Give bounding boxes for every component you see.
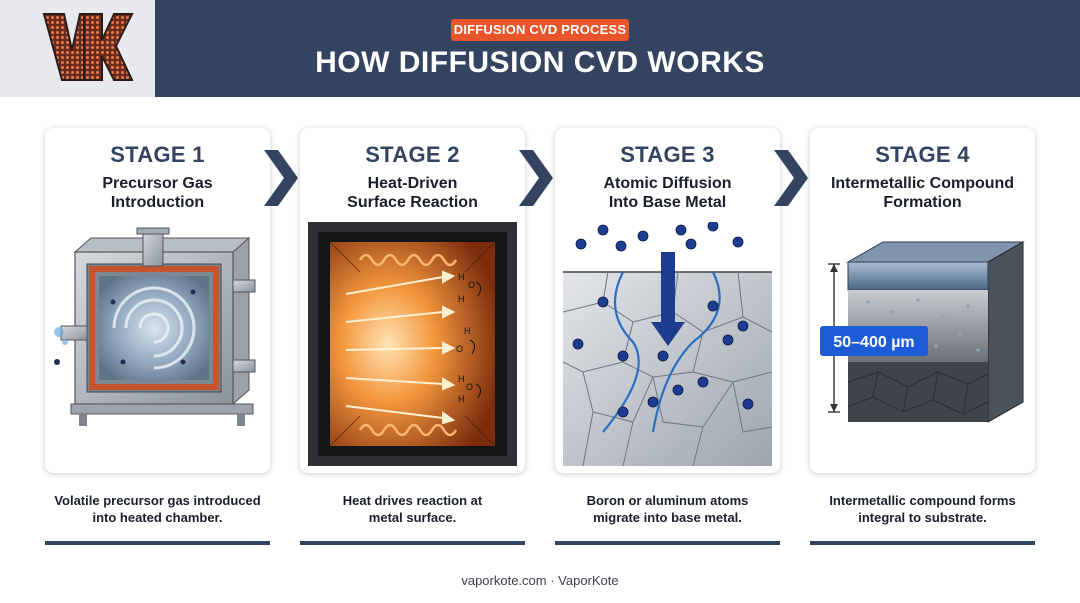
stage-title: Precursor Gas Introduction [102, 175, 213, 211]
stage-number: STAGE 2 [365, 142, 460, 167]
stage-divider-2 [300, 541, 525, 545]
chevron-right-icon [519, 150, 553, 206]
stage-description-4: Intermetallic compound forms integral to… [829, 493, 1016, 525]
svg-text:H: H [458, 272, 465, 282]
stage-title: Heat-Driven Surface Reaction [347, 175, 478, 211]
stage-description-3: Boron or aluminum atoms migrate into bas… [586, 493, 749, 525]
stage-title: Atomic Diffusion Into Base Metal [603, 175, 732, 211]
vk-logo-icon [42, 13, 134, 81]
header-bar: DIFFUSION CVD PROCESS HOW DIFFUSION CVD … [0, 0, 1080, 97]
furnace-illustration: HOH HO HOH [308, 222, 517, 466]
chamber-illustration [54, 227, 256, 426]
stage-divider-4 [810, 541, 1035, 545]
stage-number: STAGE 1 [110, 142, 205, 167]
chevron-right-icon [264, 150, 298, 206]
svg-text:O: O [466, 382, 473, 392]
stage-number: STAGE 3 [620, 142, 715, 167]
svg-text:H: H [464, 326, 471, 336]
stage-divider-3 [555, 541, 780, 545]
coating-layers-illustration: 50–400 µm [820, 241, 1025, 423]
page-title: HOW DIFFUSION CVD WORKS [315, 46, 765, 79]
stage-description-1: Volatile precursor gas introduced into h… [54, 493, 261, 525]
stage-card-1: STAGE 1 Precursor Gas Introduction [45, 128, 270, 473]
svg-text:O: O [456, 344, 463, 354]
stage-description-2: Heat drives reaction at metal surface. [342, 493, 483, 525]
logo-container [0, 0, 155, 97]
stage-card-3: STAGE 3 Atomic Diffusion Into Base Metal [555, 128, 780, 473]
svg-text:H: H [458, 294, 465, 304]
process-badge: DIFFUSION CVD PROCESS [451, 19, 629, 41]
thickness-label: 50–400 µm [833, 334, 914, 351]
stage-card-2: STAGE 2 Heat-Driven Surface Reaction [300, 128, 525, 473]
svg-text:H: H [458, 374, 465, 384]
svg-text:O: O [468, 280, 475, 290]
stage-card-4: STAGE 4 Intermetallic Compound Formation [810, 128, 1035, 473]
stage-title: Intermetallic Compound Formation [830, 175, 1015, 211]
chevron-right-icon [774, 150, 808, 206]
stage-number: STAGE 4 [875, 142, 970, 167]
svg-text:H: H [458, 394, 465, 404]
footer-credit[interactable]: vaporkote.com · VaporKote [461, 573, 619, 588]
stage-divider-1 [45, 541, 270, 545]
diffusion-illustration [563, 222, 772, 466]
